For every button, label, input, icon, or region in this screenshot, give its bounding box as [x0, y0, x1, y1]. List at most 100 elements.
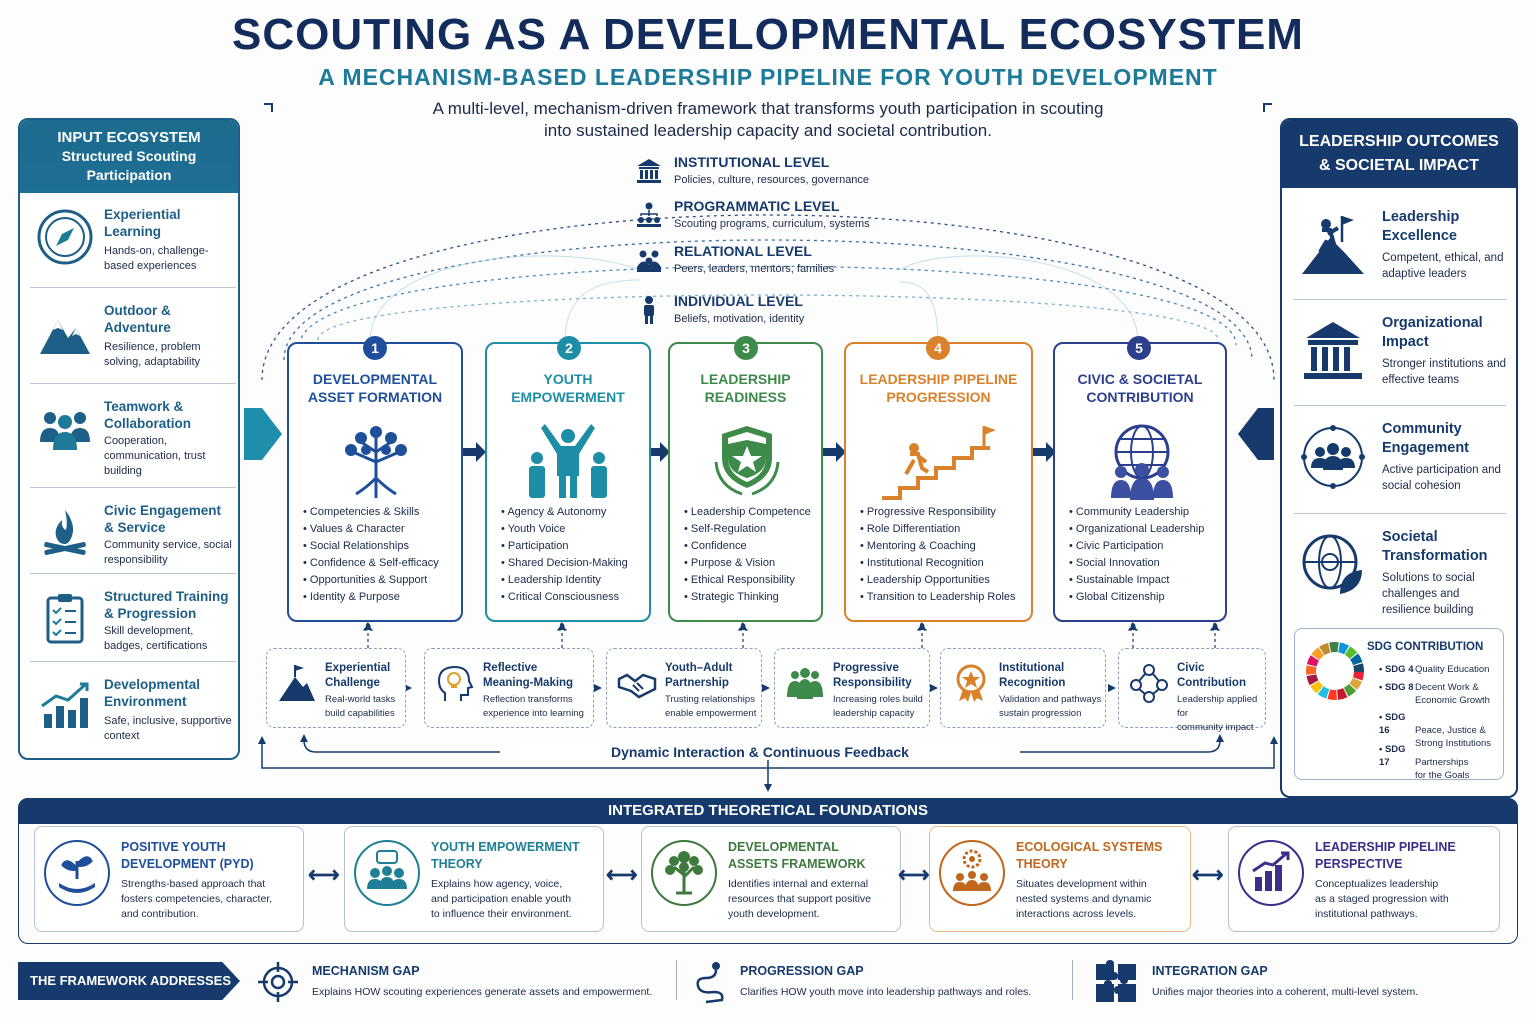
foundation-desc-line: Situates development within [1016, 878, 1147, 890]
mechanism-title-line: Partnership [665, 677, 729, 689]
stage-list-item: Opportunities & Support [303, 572, 439, 589]
stage-list-item: Confidence [684, 538, 811, 555]
foundation-desc-line: youth development. [728, 908, 820, 920]
stage-title-line: ASSET FORMATION [307, 389, 443, 405]
input-item-title: Teamwork & Collaboration [104, 399, 191, 431]
foundation-desc-line: institutional pathways. [1315, 908, 1418, 920]
stage-list-item: Ethical Responsibility [684, 572, 811, 589]
stage-list-item: Social Innovation [1069, 555, 1204, 572]
gap-title: INTEGRATION GAP [1152, 964, 1268, 978]
foundation-title-line: YOUTH EMPOWERMENT [431, 840, 580, 854]
level-individual: INDIVIDUAL LEVEL Beliefs, motivation, id… [630, 293, 930, 329]
outcome-title: Community Engagement [1382, 421, 1470, 456]
stage-arrow [816, 442, 846, 462]
stage-list-item: Institutional Recognition [860, 555, 1016, 572]
mechanism-desc-line: Leadership applied for [1177, 694, 1258, 719]
outcome-desc: Solutions to social challenges and resil… [1382, 572, 1475, 616]
mountain-icon [40, 320, 90, 354]
stage-list-item: Competencies & Skills [303, 504, 439, 521]
stage-list-item: Civic Participation [1069, 538, 1204, 555]
mechanism-title-line: Recognition [999, 677, 1066, 689]
mechanism-desc-line: Validation and pathways [999, 694, 1102, 705]
input-item: Outdoor & Adventure Resilience, problem … [30, 288, 236, 384]
mechanism-title-line: Meaning-Making [483, 677, 574, 689]
outcomes-panel-header: LEADERSHIP OUTCOMES & SOCIETAL IMPACT [1282, 120, 1516, 188]
mechanism-title-line: Youth–Adult [665, 662, 733, 674]
stage-list-item: Transition to Leadership Roles [860, 589, 1016, 606]
outcome-title: Organizational Impact [1382, 315, 1483, 350]
tree-icon [651, 840, 717, 906]
decor-arrow-left [264, 103, 273, 112]
stage-title-line: CONTRIBUTION [1086, 389, 1194, 405]
mechanism-title-line: Progressive [833, 662, 899, 674]
level-desc: Beliefs, motivation, identity [674, 313, 805, 325]
page-title: SCOUTING AS A DEVELOPMENTAL ECOSYSTEM [232, 10, 1304, 59]
foundation-title-line: ECOLOGICAL SYSTEMS [1016, 840, 1163, 854]
divider [676, 960, 677, 1000]
stage-list-item: Progressive Responsibility [860, 504, 1016, 521]
level-title: INDIVIDUAL LEVEL [674, 293, 803, 309]
gap-desc: Explains HOW scouting experiences genera… [312, 986, 653, 998]
mechanism-title-line: Reflective [483, 662, 538, 674]
youth-raised-arms-icon [529, 424, 607, 498]
input-ecosystem-panel: INPUT ECOSYSTEM Structured Scouting Part… [18, 118, 240, 760]
foundation-desc: Explains how agency, voice,and participa… [431, 877, 611, 922]
gap-item: MECHANISM GAP Explains HOW scouting expe… [256, 958, 666, 1008]
globe-leaf-icon [1302, 534, 1362, 594]
hierarchy-icon [637, 202, 661, 227]
foundation-desc-line: Conceptualizes leadership [1315, 878, 1439, 890]
foundation-desc-line: resources that support positive [728, 893, 871, 905]
stage-list: Agency & Autonomy Youth Voice Participat… [501, 504, 628, 606]
foundation-title-line: POSITIVE YOUTH [121, 840, 226, 854]
foundation-desc-line: Explains how agency, voice, [431, 878, 563, 890]
mechanism-desc-line: leadership capacity [833, 708, 915, 719]
mechanism-desc-line: enable empowerment [665, 708, 757, 719]
stage-list-item: Organizational Leadership [1069, 521, 1204, 538]
stage-list-item: Role Differentiation [860, 521, 1016, 538]
mechanism-title-line: Experiential [325, 662, 391, 674]
foundations-header: INTEGRATED THEORETICAL FOUNDATIONS [18, 798, 1518, 824]
stage-arrow [456, 442, 486, 462]
foundation-desc-line: Identifies internal and external [728, 878, 869, 890]
outcomes-heading: & SOCIETAL IMPACT [1319, 157, 1479, 174]
stage-list-item: Shared Decision-Making [501, 555, 628, 572]
stage-list-item: Social Relationships [303, 538, 439, 555]
mechanism-desc-line: build capabilities [325, 708, 395, 719]
bidirectional-arrow-icon: ⟷ [308, 862, 340, 887]
stage-title-line: CIVIC & SOCIETAL [1077, 371, 1203, 387]
compass-icon [37, 209, 93, 265]
bidirectional-arrow-icon: ⟷ [898, 862, 930, 887]
framework-addresses-label: THE FRAMEWORK ADDRESSES [18, 962, 240, 1000]
gap-desc: Unifies major theories into a coherent, … [1152, 986, 1419, 998]
speech-group-icon [354, 840, 420, 906]
stage-number: 2 [557, 336, 581, 360]
institution-icon [637, 159, 661, 183]
stage-title-line: DEVELOPMENTAL [312, 371, 438, 387]
network-icon [1130, 664, 1168, 703]
stage-number: 3 [734, 336, 758, 360]
handshake-icon [617, 673, 657, 699]
stage-title-line: LEADERSHIP PIPELINE [859, 371, 1018, 387]
stage-list-item: Self-Regulation [684, 521, 811, 538]
level-title: PROGRAMMATIC LEVEL [674, 198, 840, 214]
